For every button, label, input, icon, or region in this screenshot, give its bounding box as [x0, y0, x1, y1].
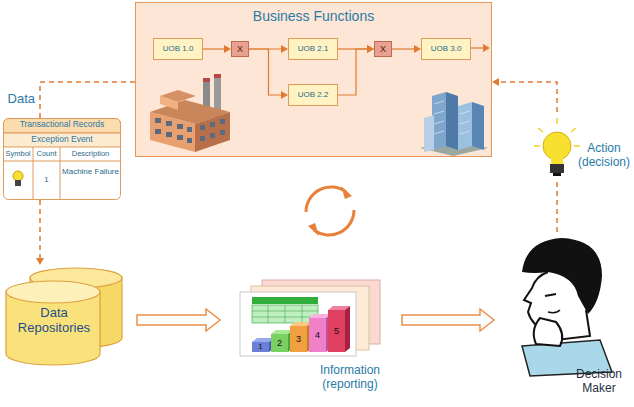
report-pages — [240, 280, 380, 356]
table-header: Symbol — [3, 150, 33, 159]
panel-title: Business Functions — [136, 8, 491, 24]
bar-blocks — [252, 306, 350, 352]
flow-connector — [249, 49, 288, 99]
dashed-connector — [40, 82, 135, 118]
data-repository: Data Repositories — [5, 266, 125, 370]
exit-arrow — [470, 44, 490, 52]
node-label: X — [375, 42, 391, 56]
table-cell: Machine Failure — [62, 167, 119, 176]
node-label: UOB 2.2 — [289, 85, 337, 105]
bar-number: 5 — [328, 326, 345, 336]
block-arrow — [402, 309, 494, 331]
node-label: Action (decision) — [576, 142, 632, 170]
node-label: Transactional Records — [3, 120, 121, 130]
action-decision: Action (decision) — [534, 112, 632, 182]
flow-connector — [203, 45, 231, 53]
dashed-connector — [557, 182, 558, 232]
cycle-arrowheads — [308, 186, 352, 236]
node-label: UOB 1.0 — [154, 39, 202, 59]
flow-connector — [392, 45, 421, 53]
process-box: UOB 2.1 — [288, 38, 338, 60]
bar-number: 1 — [252, 342, 269, 352]
decision-maker: Decision Maker — [500, 232, 630, 404]
factory-illustration — [150, 74, 230, 152]
record-table: Transactional RecordsException EventSymb… — [3, 118, 121, 200]
node-label: UOB 2.1 — [289, 39, 337, 59]
business-functions-panel: Business FunctionsUOB 1.0 X UOB 2.1UOB 2.2… — [135, 2, 492, 157]
bulb-icon — [13, 171, 23, 186]
information-report: Information (reporting) — [232, 280, 390, 395]
process-box: UOB 2.2 — [288, 84, 338, 106]
table-cell: 1 — [33, 175, 60, 184]
bar-number: 3 — [290, 334, 307, 344]
lightbulb — [534, 118, 580, 176]
thinker-head — [522, 238, 612, 376]
bar-number: 2 — [271, 338, 288, 348]
process-box: UOB 3.0 — [421, 38, 471, 60]
node-label: Decision Maker — [568, 368, 630, 396]
flow-connector — [338, 45, 374, 95]
node-label: Exception Event — [3, 135, 121, 145]
process-box: UOB 1.0 — [153, 38, 203, 60]
node-label: X — [232, 42, 248, 56]
cycle-arrows — [306, 187, 354, 235]
junction-box: X — [231, 41, 249, 57]
bar-number: 4 — [309, 330, 326, 340]
node-label: Data Repositories — [9, 306, 99, 336]
database-cylinders — [6, 268, 122, 365]
node-label: Information (reporting) — [312, 364, 388, 392]
table-grid — [3, 118, 121, 200]
node-label: UOB 3.0 — [422, 39, 470, 59]
panel-fill — [135, 2, 492, 157]
block-arrow — [137, 309, 220, 331]
table-header: Description — [60, 150, 121, 159]
dashed-connector — [36, 200, 44, 265]
junction-box: X — [374, 41, 392, 57]
dashed-connector — [492, 78, 557, 112]
edge-label: Data — [7, 92, 36, 107]
table-header: Count — [33, 150, 60, 159]
office-towers — [420, 92, 488, 156]
